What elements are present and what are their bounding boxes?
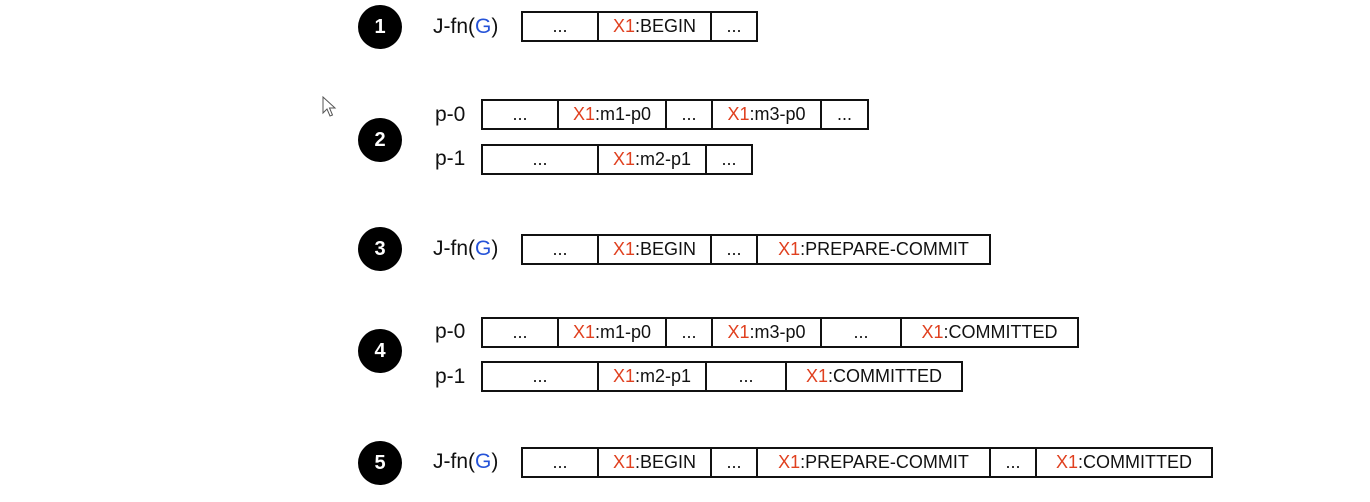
partition-0-log-step-2: ... X1:m1-p0 ... X1:m3-p0 ... [481, 99, 869, 130]
jfn-label: J-fn(G) [433, 15, 499, 38]
mouse-cursor-icon [322, 96, 337, 117]
partition-0-log-step-4: ... X1:m1-p0 ... X1:m3-p0 ... X1:COMMITT… [481, 317, 1079, 348]
log-cell-committed: X1:COMMITTED [1035, 447, 1213, 478]
log-cell-ellipsis: ... [705, 144, 753, 175]
jfn-label: J-fn(G) [433, 450, 499, 473]
step-badge-1: 1 [358, 5, 402, 49]
log-cell-m2-p1: X1:m2-p1 [597, 144, 707, 175]
log-cell-m3-p0: X1:m3-p0 [711, 99, 822, 130]
log-cell-ellipsis: ... [989, 447, 1037, 478]
log-cell-ellipsis: ... [481, 99, 559, 130]
log-cell-committed: X1:COMMITTED [785, 361, 963, 392]
log-cell-prepare-commit: X1:PREPARE-COMMIT [756, 447, 991, 478]
log-cell-m2-p1: X1:m2-p1 [597, 361, 707, 392]
log-cell-ellipsis: ... [665, 99, 713, 130]
partition-1-label: p-1 [435, 365, 466, 388]
step-badge-2: 2 [358, 118, 402, 162]
log-cell-ellipsis: ... [521, 234, 599, 265]
log-cell-ellipsis: ... [521, 11, 599, 42]
partition-1-label: p-1 [435, 147, 466, 170]
step-badge-5: 5 [358, 441, 402, 485]
log-cell-prepare-commit: X1:PREPARE-COMMIT [756, 234, 991, 265]
log-cell-ellipsis: ... [710, 447, 758, 478]
log-cell-committed: X1:COMMITTED [900, 317, 1079, 348]
log-cell-ellipsis: ... [820, 99, 869, 130]
log-cell-ellipsis: ... [481, 144, 599, 175]
log-cell-ellipsis: ... [710, 234, 758, 265]
step-badge-3: 3 [358, 227, 402, 271]
jfn-log-step-5: ... X1:BEGIN ... X1:PREPARE-COMMIT ... X… [521, 447, 1213, 478]
jfn-log-step-3: ... X1:BEGIN ... X1:PREPARE-COMMIT [521, 234, 991, 265]
log-cell-begin: X1:BEGIN [597, 234, 712, 265]
log-cell-begin: X1:BEGIN [597, 11, 712, 42]
partition-1-log-step-2: ... X1:m2-p1 ... [481, 144, 753, 175]
log-cell-m1-p0: X1:m1-p0 [557, 99, 667, 130]
log-cell-ellipsis: ... [820, 317, 902, 348]
step-badge-4: 4 [358, 329, 402, 373]
log-cell-begin: X1:BEGIN [597, 447, 712, 478]
partition-0-label: p-0 [435, 320, 466, 343]
jfn-label: J-fn(G) [433, 237, 499, 260]
log-cell-ellipsis: ... [521, 447, 599, 478]
log-cell-ellipsis: ... [481, 317, 559, 348]
log-cell-m3-p0: X1:m3-p0 [711, 317, 822, 348]
log-cell-ellipsis: ... [710, 11, 758, 42]
log-cell-ellipsis: ... [481, 361, 599, 392]
jfn-log-step-1: ... X1:BEGIN ... [521, 11, 758, 42]
log-cell-m1-p0: X1:m1-p0 [557, 317, 667, 348]
log-cell-ellipsis: ... [665, 317, 713, 348]
log-cell-ellipsis: ... [705, 361, 787, 392]
partition-0-label: p-0 [435, 103, 466, 126]
partition-1-log-step-4: ... X1:m2-p1 ... X1:COMMITTED [481, 361, 963, 392]
